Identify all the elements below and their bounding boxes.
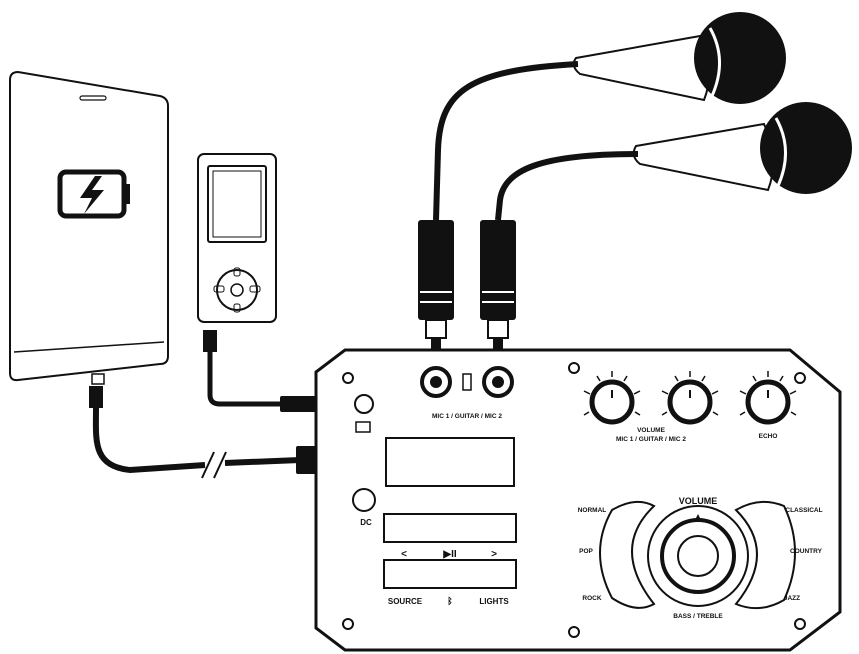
screw-holes — [342, 362, 806, 638]
eq-section: VOLUME BASS / TREBLE NORMAL POP ROCK CLA… — [578, 496, 823, 620]
eq-bass-treble-label: BASS / TREBLE — [673, 613, 723, 620]
mp3-player — [197, 153, 277, 323]
eq-mode-classical[interactable]: CLASSICAL — [785, 507, 822, 514]
eq-mode-pop[interactable]: POP — [579, 548, 593, 555]
volume-knob-2[interactable] — [661, 371, 719, 425]
bass-treble-knob[interactable] — [660, 518, 736, 594]
display-middle — [383, 513, 517, 543]
echo-knob-label: ECHO — [759, 433, 778, 440]
dc-button[interactable] — [352, 488, 376, 512]
volume-knob-1[interactable] — [583, 371, 641, 425]
microphone-1 — [418, 12, 786, 374]
source-button[interactable]: SOURCE — [388, 597, 423, 606]
eq-mode-country[interactable]: COUNTRY — [790, 548, 823, 555]
aux-jack[interactable] — [354, 394, 374, 414]
volume-knob-sublabel: MIC 1 / GUITAR / MIC 2 — [616, 436, 686, 443]
echo-knob[interactable] — [739, 371, 797, 425]
dc-label: DC — [360, 518, 372, 527]
play-pause-button[interactable]: ▶II — [442, 549, 456, 560]
tablet — [9, 70, 169, 385]
eq-volume-label: VOLUME — [679, 496, 718, 506]
bluetooth-icon: ᛒ — [447, 596, 452, 606]
mic-jack-label: MIC 1 / GUITAR / MIC 2 — [432, 413, 502, 420]
next-button[interactable]: > — [491, 549, 497, 560]
lights-button[interactable]: LIGHTS — [479, 597, 509, 606]
eq-mode-normal[interactable]: NORMAL — [578, 507, 607, 514]
microphone-2 — [480, 102, 852, 374]
control-panel: MIC 1 / GUITAR / MIC 2 VOLUME MIC 1 / — [314, 348, 842, 652]
display-top — [385, 437, 515, 487]
eq-mode-rock[interactable]: ROCK — [582, 595, 601, 602]
battery-charging-icon — [57, 169, 130, 219]
volume-knob-label: VOLUME — [637, 427, 665, 434]
prev-button[interactable]: < — [401, 549, 407, 560]
eq-mode-jazz[interactable]: JAZZ — [784, 595, 800, 602]
display-bottom — [383, 559, 517, 589]
